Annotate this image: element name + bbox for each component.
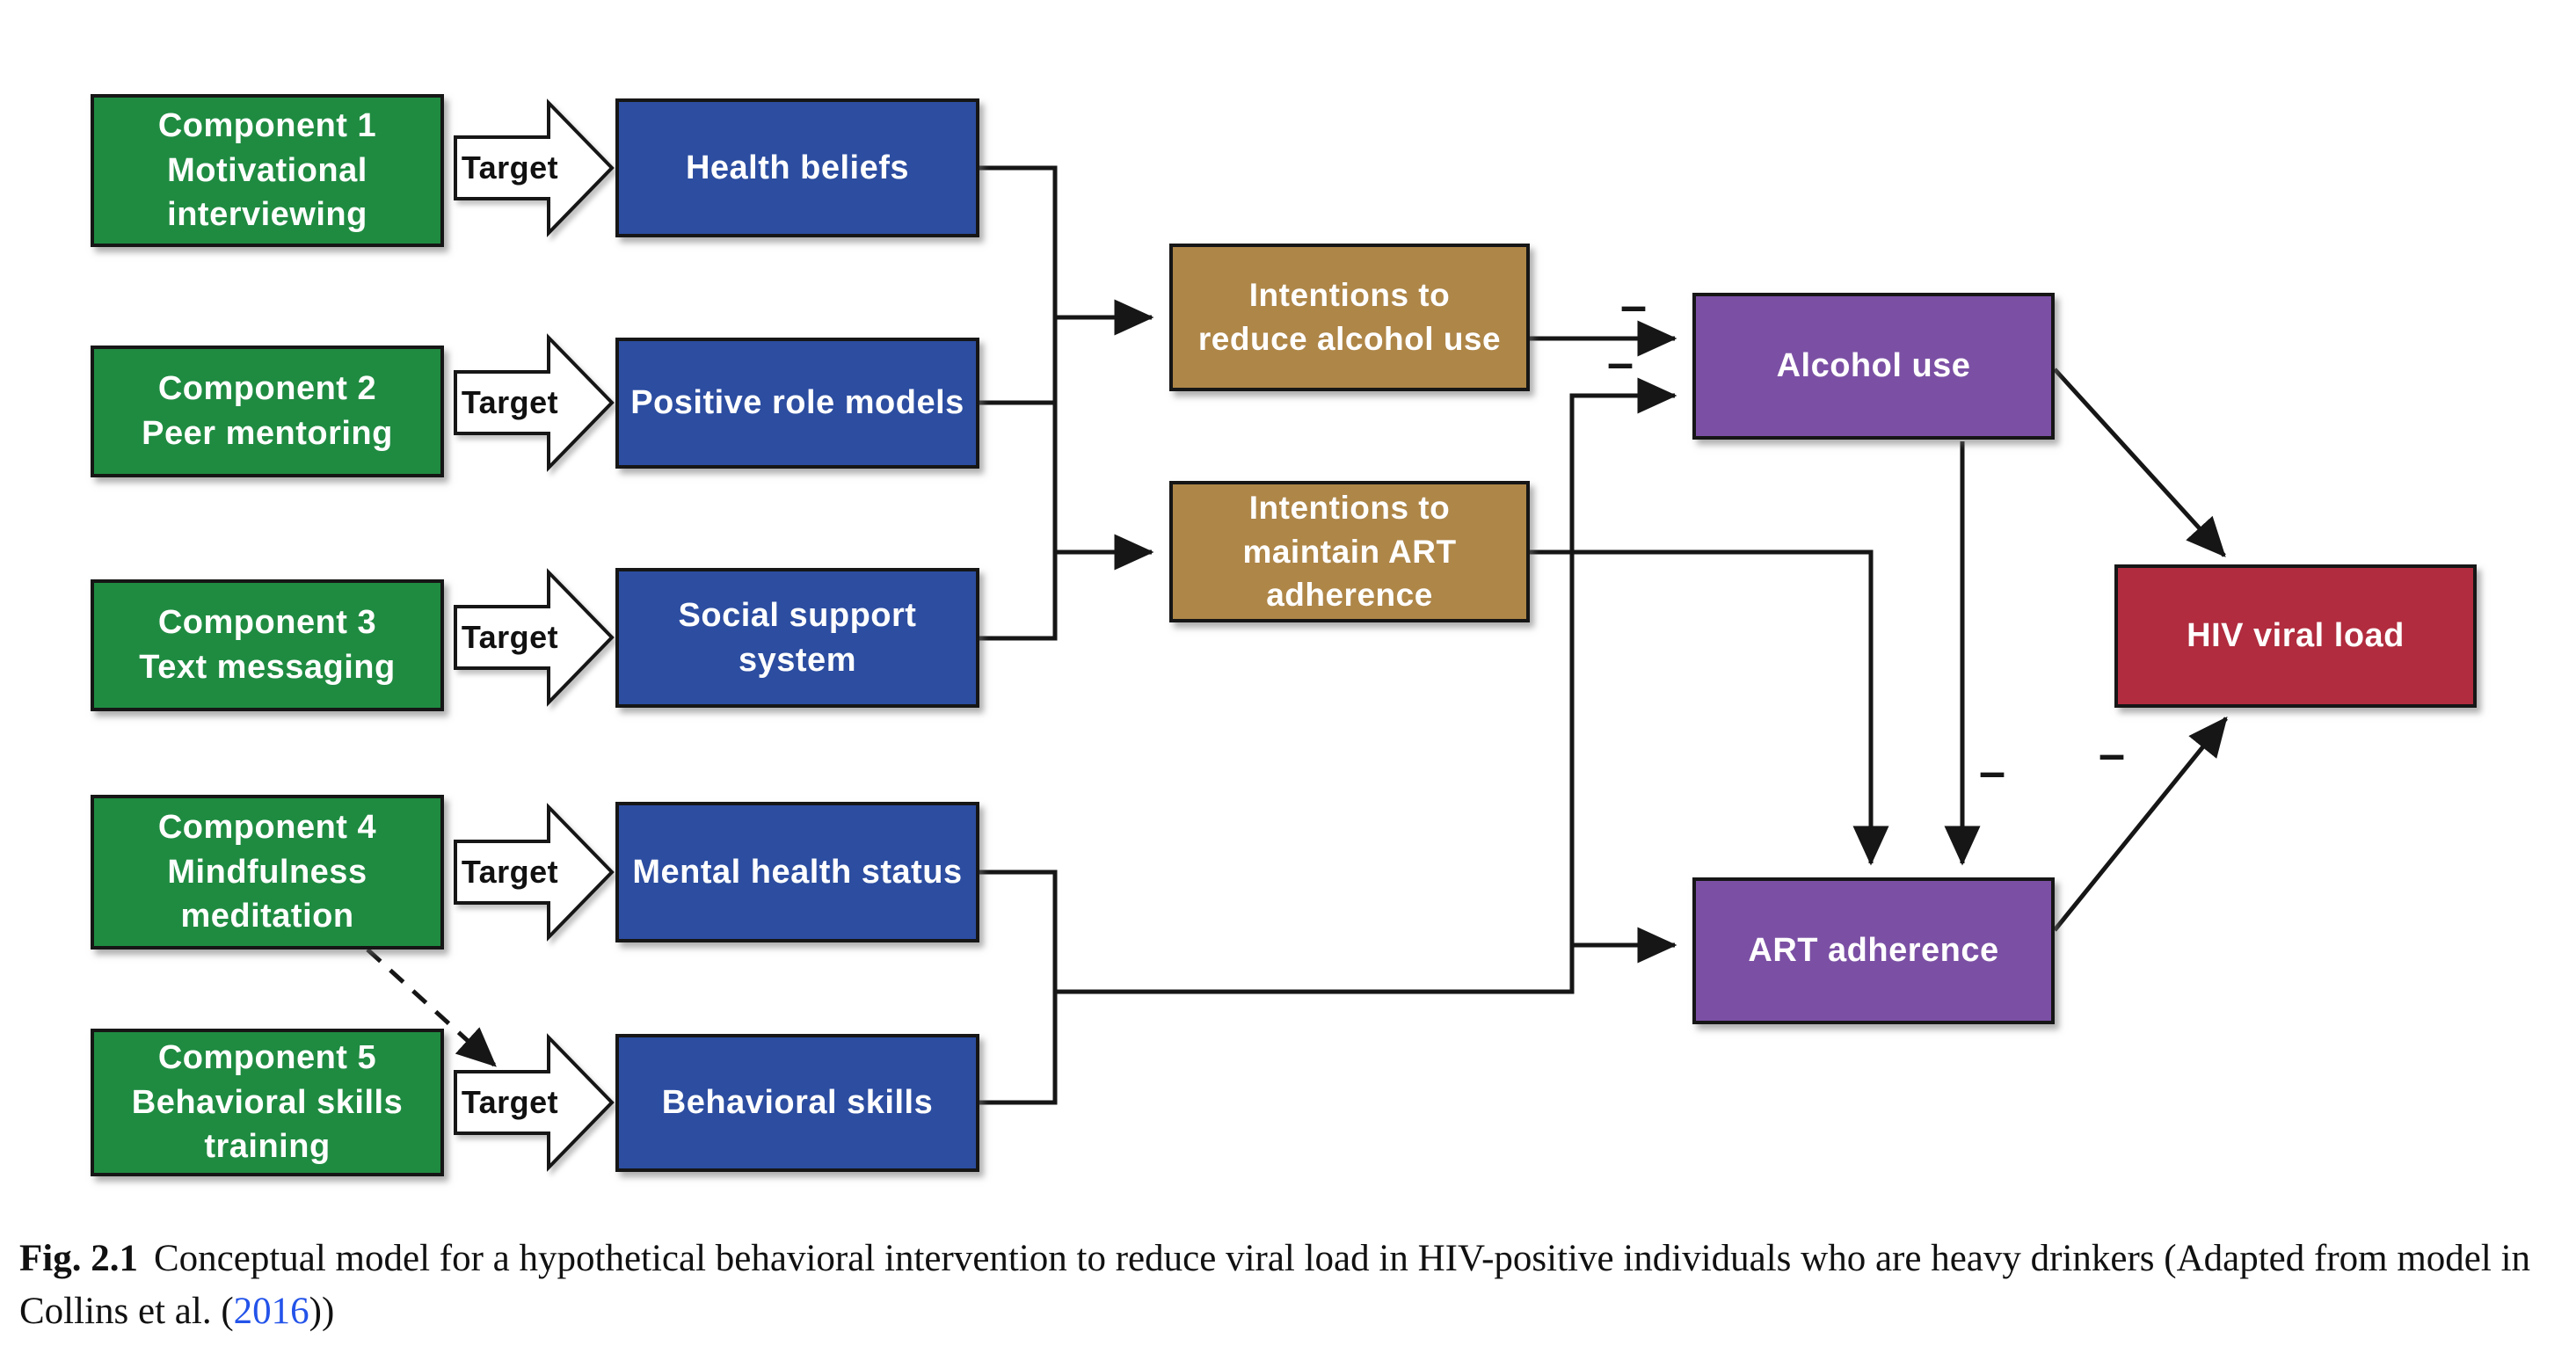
- target-arrow-shape: [454, 98, 615, 237]
- arrow-alcohol-use-to-hiv-viral-load: [2053, 367, 2226, 557]
- target-arrow-1: Target: [454, 96, 615, 240]
- box-intentions-maintain-art: Intentions to maintain ART adherence: [1169, 481, 1530, 622]
- connector-mediators-bus1: [979, 165, 1058, 641]
- target-label: Target: [461, 384, 559, 420]
- box-label-line: Alcohol use: [1776, 347, 1971, 385]
- target-arrow-5: Target: [454, 1030, 615, 1175]
- target-arrow-2: Target: [454, 331, 615, 475]
- box-label-line: HIV viral load: [2187, 617, 2405, 655]
- box-label-line: Component 1: [157, 106, 377, 144]
- box-mental-health-status: Mental health status: [615, 802, 979, 942]
- box-label-line: Motivational: [167, 151, 367, 189]
- target-arrow-shape: [454, 1033, 615, 1172]
- figure-caption-text-suffix: )): [309, 1291, 335, 1333]
- box-positive-role-models: Positive role models: [615, 338, 979, 469]
- box-social-support-system: Social support system: [615, 568, 979, 708]
- box-label-line: Intentions to: [1248, 490, 1451, 527]
- box-label-line: Behavioral skills: [131, 1083, 404, 1121]
- box-behavioral-skills: Behavioral skills: [615, 1034, 979, 1172]
- box-label-line: Peer mentoring: [142, 415, 393, 452]
- box-component-5: Component 5 Behavioral skills training: [91, 1029, 444, 1176]
- target-label: Target: [461, 149, 559, 186]
- box-label-line: Text messaging: [139, 649, 396, 686]
- box-component-3: Component 3 Text messaging: [91, 579, 444, 711]
- box-label-line: meditation: [180, 898, 354, 935]
- target-label: Target: [461, 1084, 559, 1120]
- target-arrow-shape: [454, 803, 615, 942]
- target-label: Target: [461, 854, 559, 890]
- arrow-intentions-maintain-to-art-adherence: [1530, 549, 1889, 866]
- minus-sign-art-to-viral-load: –: [2098, 728, 2126, 781]
- target-arrow-3: Target: [454, 565, 615, 709]
- box-intentions-reduce-alcohol: Intentions to reduce alcohol use: [1169, 244, 1530, 391]
- box-label-line: Behavioral skills: [661, 1084, 934, 1122]
- box-label-line: interviewing: [167, 196, 367, 234]
- arrow-art-adherence-to-hiv-viral-load: [2053, 717, 2228, 932]
- target-arrow-shape: [454, 568, 615, 707]
- box-label-line: Social support: [678, 596, 917, 634]
- citation-year-link[interactable]: 2016: [233, 1291, 309, 1333]
- box-label-line: Health beliefs: [685, 149, 910, 186]
- target-arrow-4: Target: [454, 800, 615, 944]
- minus-sign-mediators-to-alcohol: –: [1606, 337, 1634, 389]
- box-label-line: reduce alcohol use: [1197, 321, 1502, 357]
- box-label-line: training: [204, 1128, 331, 1166]
- box-label-line: adherence: [1266, 577, 1433, 614]
- box-label-line: Component 3: [157, 604, 377, 642]
- box-label-line: maintain ART: [1242, 533, 1457, 570]
- minus-sign-alcohol-to-art: –: [1978, 746, 2006, 798]
- box-component-2: Component 2 Peer mentoring: [91, 346, 444, 477]
- box-alcohol-use: Alcohol use: [1692, 293, 2055, 440]
- target-arrow-shape: [454, 333, 615, 472]
- box-component-4: Component 4 Mindfulness meditation: [91, 795, 444, 950]
- minus-sign-intentions-to-alcohol: –: [1619, 280, 1648, 332]
- box-label-line: Component 2: [157, 370, 377, 408]
- box-health-beliefs: Health beliefs: [615, 98, 979, 237]
- box-art-adherence: ART adherence: [1692, 877, 2055, 1024]
- box-label-line: system: [739, 641, 856, 679]
- box-label-line: Intentions to: [1248, 277, 1451, 314]
- box-component-1: Component 1 Motivational interviewing: [91, 94, 444, 247]
- box-label-line: Component 5: [157, 1038, 377, 1076]
- connector-mediators-bus2: [979, 870, 1058, 1105]
- figure-caption-number: Fig. 2.1: [19, 1238, 138, 1279]
- target-label: Target: [461, 619, 559, 655]
- box-label-line: Component 4: [157, 808, 377, 846]
- figure-caption-text: Conceptual model for a hypothetical beha…: [19, 1238, 2531, 1333]
- box-label-line: Mindfulness: [167, 853, 367, 891]
- box-label-line: ART adherence: [1748, 932, 1999, 970]
- box-label-line: Mental health status: [632, 853, 963, 891]
- box-label-line: Positive role models: [630, 384, 964, 422]
- box-hiv-viral-load: HIV viral load: [2114, 564, 2477, 708]
